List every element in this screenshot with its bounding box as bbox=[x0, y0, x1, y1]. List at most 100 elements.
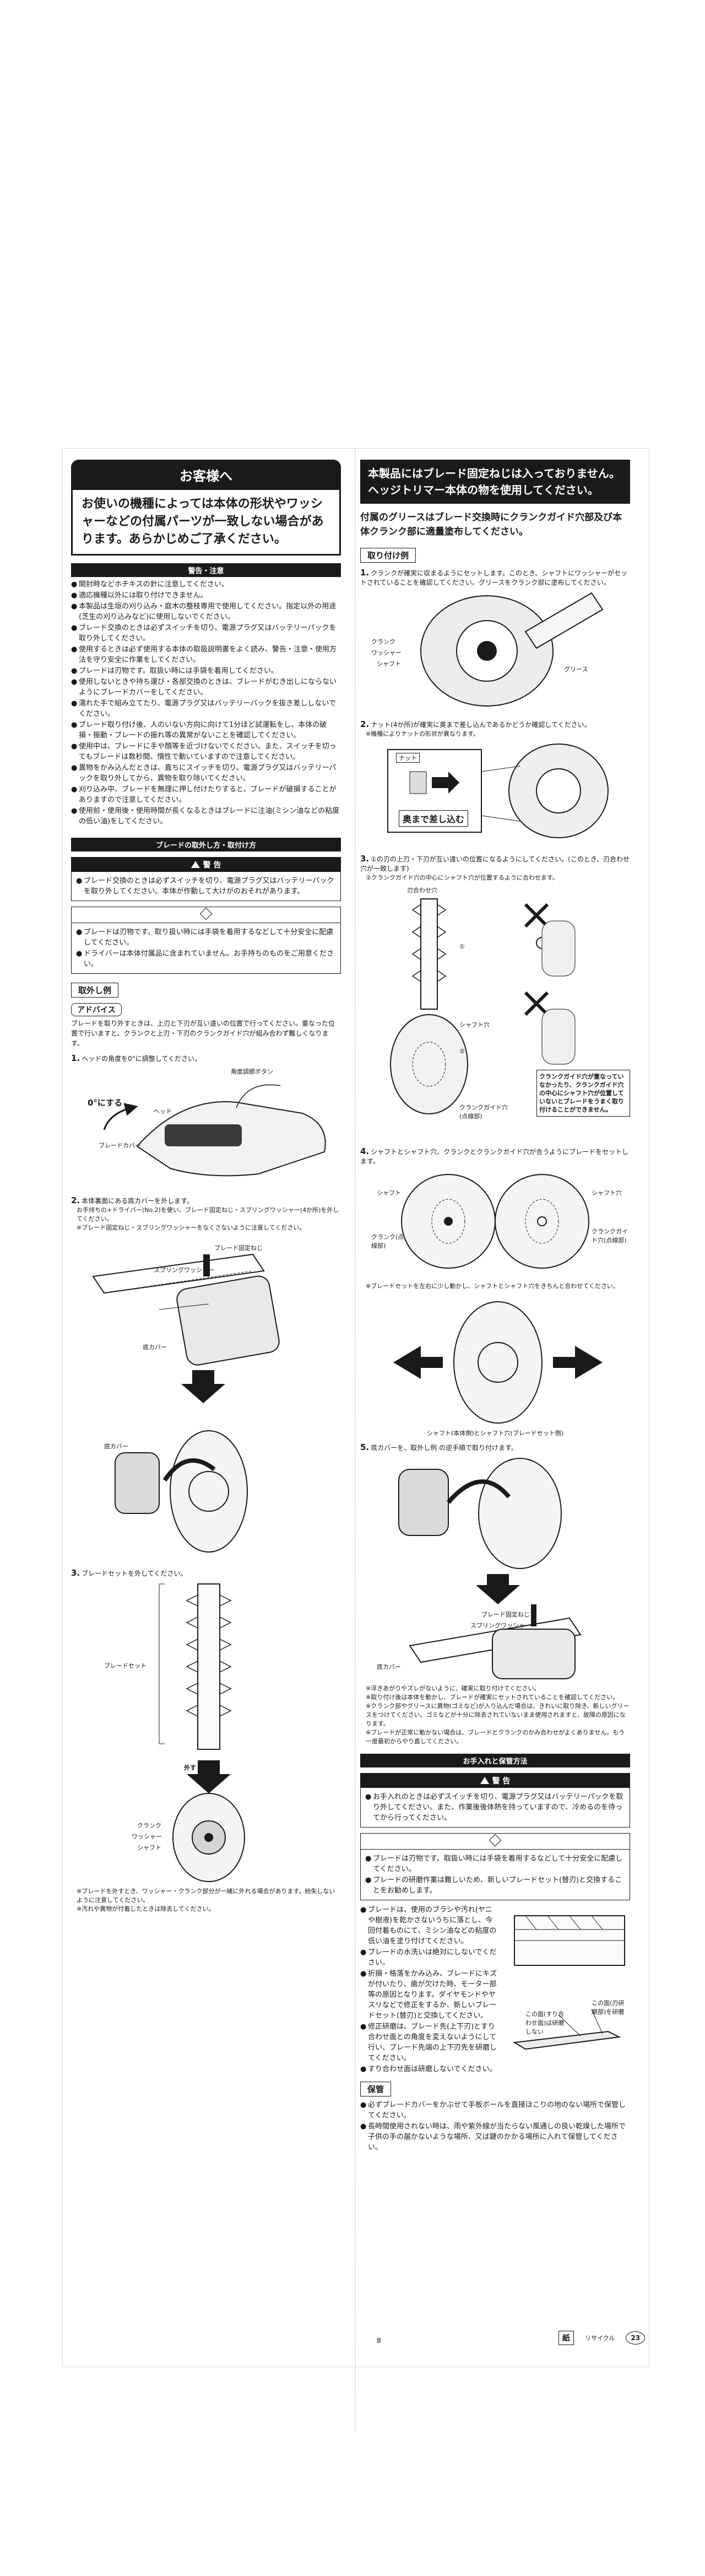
care-note-box: ●ブレードは刃物です。取扱い時には手袋を着用するなどして十分安全に配慮してくださ… bbox=[360, 1833, 630, 1900]
step2-sub: お手持ちの+ドライバー(No.2)を使い、ブレード固定ねじ・スプリングワッシャー… bbox=[77, 1206, 339, 1222]
install-step-2: 2.ナット(4か所)が確実に奥まで差し込んであるかどうか確認してください。 bbox=[360, 719, 591, 729]
shaft-label: シャフト bbox=[377, 660, 401, 667]
storage-title: 保管 bbox=[360, 2082, 392, 2097]
grease-label: グリース bbox=[564, 666, 588, 673]
step4-caption: シャフト(本体側)とシャフト穴(ブレードセット側) bbox=[426, 1430, 564, 1437]
blade-set-label: ブレードセット bbox=[104, 1662, 147, 1669]
care-items-area: ●ブレードは、使用のブラシや汚れ(ヤニや樹液)を乾かさないうちに落とし、今回付着… bbox=[360, 1905, 630, 2074]
crank-label: クランク bbox=[371, 638, 395, 645]
list-item: ●使用しないときや持ち運び・各部交換のときは、ブレードがむき出しにならないように… bbox=[71, 678, 337, 697]
step5-note: ※ブレードが正常に動かない場合は、ブレードとクランクのかみ合わせがよくありません… bbox=[366, 1729, 625, 1745]
list-item: ●刈り込み中、ブレードを無理に押し付けたりすると、ブレードが破損することがありま… bbox=[71, 785, 337, 804]
trimmer-head-illustration bbox=[103, 1084, 326, 1177]
right-column: 本製品にはブレード固定ねじは入っておりません。ヘッジトリマー本体の物を使用してく… bbox=[360, 460, 630, 2153]
bottom-cover-label-2: 底カバー bbox=[104, 1443, 128, 1450]
list-item: ●折損・格落をかみ込み、ブレードにキズが付いたり、歯が欠けた時、モーター部等の原… bbox=[360, 1970, 497, 2020]
mount-title: ブレードの取外し方・取付け方 bbox=[71, 838, 341, 852]
mount-warning-box: 警 告 ●ブレード交換のときは必ずスイッチを切り、電源プラグ又はバッテリーパック… bbox=[71, 857, 341, 901]
bottom-cover-label: 底カバー bbox=[377, 1663, 401, 1670]
recycle-marks: 紙 リサイクル 23 bbox=[558, 2331, 646, 2345]
step3-sub: ②クランクガイド穴の中心にシャフト穴が位置するように合わせます。 bbox=[366, 874, 558, 881]
shaft-label: シャフト bbox=[137, 1844, 161, 1851]
shaft-label: シャフト bbox=[377, 1189, 401, 1197]
removal-title: 取外し例 bbox=[71, 983, 119, 998]
caution-diamond-icon bbox=[199, 907, 213, 920]
nut-illustration bbox=[387, 743, 609, 838]
removal-step-2: 2.本体裏面にある底カバーを外します。 bbox=[71, 1195, 193, 1205]
list-item: ●ブレードは刃物です。取り扱い時には手袋を着用するなどして十分安全に配慮してくだ… bbox=[76, 928, 334, 947]
list-item: ●適応機種以外には取り付けできません。 bbox=[71, 591, 208, 600]
blade-set-removal-illustration bbox=[159, 1583, 245, 1882]
list-item: ●ブレードは刃物です。取扱い時には手袋を着用してください。 bbox=[71, 667, 278, 675]
crank-grease-illustration bbox=[420, 592, 604, 707]
advice-text: ブレードを取り外すときは、上刃と下刃が互い違いの位置で行ってください。重なった位… bbox=[71, 1020, 335, 1047]
manual-sheet: お客様へ お使いの機種によっては本体の形状やワッシャーなどの付属パーツが一致しな… bbox=[62, 448, 649, 2367]
step2-note: ※ブレード固定ねじ・スプリングワッシャーをなくさないように注意してください。 bbox=[77, 1224, 306, 1231]
step3-figure: ブレードセット 外す クランク ワッシャー シャフト bbox=[71, 1578, 341, 1887]
list-item: ●本製品は生垣の刈り込み・庭木の整枝専用で使用してください。指定以外の用途(芝生… bbox=[71, 602, 337, 621]
list-item: ●使用前・使用後・使用時間が長くなるときはブレードに注油(ミシン油などの粘度の低… bbox=[71, 807, 340, 826]
install-step5-figure: ブレード固定ねじ スプリングワッシャー 底カバー bbox=[360, 1453, 630, 1684]
list-item: ●すり合わせ面は研磨しないでください。 bbox=[360, 2065, 497, 2073]
crank-label: クランク bbox=[137, 1822, 161, 1829]
list-item: ●ブレードの水洗いは絶対にしないでください。 bbox=[360, 1948, 497, 1967]
caution-title: 警告・注意 bbox=[71, 563, 341, 577]
shaft-hole-label: シャフト穴 bbox=[592, 1189, 622, 1197]
zero-degree-label: 0°にする bbox=[88, 1098, 123, 1108]
step2-figure: ブレード固定ねじ スプリングワッシャー 底カバー 底カバー bbox=[71, 1232, 341, 1563]
list-item: ●使用中は、ブレードに手や顔等を近づけないでください。また、スイッチを切ってもブ… bbox=[71, 742, 337, 761]
step5-note: ※取り付け後は本体を動かし、ブレードが確実にセットされていることを確認してくださ… bbox=[366, 1694, 619, 1701]
list-item: ●ドライバーは本体付属品に含まれていません。お手持ちのものをご用意ください。 bbox=[76, 950, 334, 968]
removal-step-1: 1.ヘッドの角度を0°に調整してください。 bbox=[71, 1053, 202, 1063]
removal-step-3: 3.ブレードセットを外してください。 bbox=[71, 1568, 187, 1578]
washer-label: ワッシャー bbox=[371, 649, 402, 656]
step3-note: ※汚れや異物が付着したときは除去してください。 bbox=[77, 1905, 215, 1912]
install-step4-figure: シャフト シャフト穴 クランク(点線部) クランクガイド穴(点線部) bbox=[360, 1166, 630, 1282]
guide-hole-label: クランクガイド穴(点線部) bbox=[459, 1104, 508, 1120]
list-item: ●修正研磨は、ブレード先(上下刃)とすり合わせ面との角度を変えないようにして行い… bbox=[360, 2023, 497, 2062]
caution-list: ●開封時などホチキスの針に注意してください。 ●適応機種以外には取り付けできませ… bbox=[71, 579, 341, 827]
no-screw-notice: 本製品にはブレード固定ねじは入っておりません。ヘッジトリマー本体の物を使用してく… bbox=[360, 460, 630, 504]
care-title: お手入れと保管方法 bbox=[360, 1754, 630, 1767]
insert-label: 奥まで差し込む bbox=[399, 810, 469, 827]
crank-label: クランク(点線部) bbox=[371, 1233, 404, 1249]
no-grind-face-label: この面(すり合わせ面)は研磨しない bbox=[525, 2011, 565, 2035]
shaft-hole-match-illustration bbox=[393, 1301, 603, 1424]
bottom-cover-label: 底カバー bbox=[143, 1344, 167, 1351]
list-item: ●濡れた手で組み立てたり、電源プラグ又はバッテリーパックを抜き差ししないでくださ… bbox=[71, 699, 336, 718]
page-number: 8 bbox=[377, 2337, 381, 2345]
install-step2-figure: ナット 奥まで差し込む bbox=[360, 739, 630, 849]
list-item: ●必ずブレードカバーをかぶせて手板ボールを直接ほこりの地のない場所で保管してくだ… bbox=[360, 2101, 626, 2120]
install-step1-figure: クランク ワッシャー シャフト グリース bbox=[360, 588, 630, 714]
paper-mark-icon: 紙 bbox=[558, 2331, 574, 2345]
circle-2-label: ② bbox=[459, 1048, 465, 1055]
step2-note: ※機種によりナットの形状が異なります。 bbox=[366, 730, 479, 737]
step3-note: ※ブレードを外すとき、ワッシャー・クランク部分が一緒に外れる場合があります。紛失… bbox=[77, 1888, 335, 1904]
step1-figure: 角度調節ボタン 0°にする ヘッド ブレードカバー bbox=[71, 1064, 341, 1190]
recycle-number-icon: 23 bbox=[626, 2331, 646, 2345]
grind-face-label: この面(刃研磨部)を研磨 bbox=[592, 2000, 625, 2015]
warning-text: ●ブレード交換のときは必ずスイッチを切り、電源プラグ又はバッテリーパックを取り外… bbox=[76, 877, 334, 896]
step5-note: ※クランク部やグリースに異物(ゴミなど)が入り込んだ場合は、きれいに取り除き、新… bbox=[366, 1702, 630, 1727]
blade-alignment-illustration bbox=[390, 898, 576, 1114]
install-step3-figure: 刃合わせ穴 ① ② シャフト穴 クランクガイド穴(点線部) クランクガイド穴が重… bbox=[360, 882, 630, 1141]
install-step-3: 3.①の刃の上刃・下刃が互い違いの位置になるようにしてください。(このとき、刃合… bbox=[360, 854, 630, 873]
install-step-4: 4.シャフトとシャフト穴、クランクとクランクガイド穴が合うようにブレードをセット… bbox=[360, 1146, 629, 1166]
alignment-warning-box: クランクガイド穴が重なっていなかったり、クランクガイド穴の中心にシャフト穴が位置… bbox=[536, 1070, 630, 1117]
warning-icon bbox=[480, 1777, 489, 1784]
list-item: ●異物をかみ込んだときは、直ちにスイッチを切り、電源プラグ又はバッテリーパックを… bbox=[71, 764, 337, 783]
install-step4-figure-2 bbox=[360, 1291, 630, 1429]
warning-text: ●お手入れのときは必ずスイッチを切り、電源プラグ又はバッテリーパックを取り外して… bbox=[365, 1793, 623, 1822]
advice-title: アドバイス bbox=[71, 1003, 122, 1016]
nut-label: ナット bbox=[396, 753, 420, 763]
bottom-cover-install-illustration bbox=[398, 1458, 582, 1679]
washer-label: スプリングワッシャー bbox=[470, 1622, 531, 1629]
step4-note: ※ブレードセットを左右に少し動かし、シャフトとシャフト穴をきちんと合わせてくださ… bbox=[366, 1282, 619, 1290]
install-step-1: 1.クランクが確実に収まるようにセットします。このとき、シャフトにワッシャーがセ… bbox=[360, 568, 628, 587]
caution-diamond-icon bbox=[489, 1834, 502, 1847]
step5-note: ※浮きあがりやズレがないように、確実に取り付けてください。 bbox=[366, 1685, 540, 1692]
circle-1-label: ① bbox=[459, 943, 465, 950]
washer-label: スプリングワッシャー bbox=[154, 1267, 214, 1274]
washer-label: ワッシャー bbox=[132, 1833, 162, 1840]
shaft-hole-label: シャフト穴 bbox=[459, 1021, 490, 1028]
